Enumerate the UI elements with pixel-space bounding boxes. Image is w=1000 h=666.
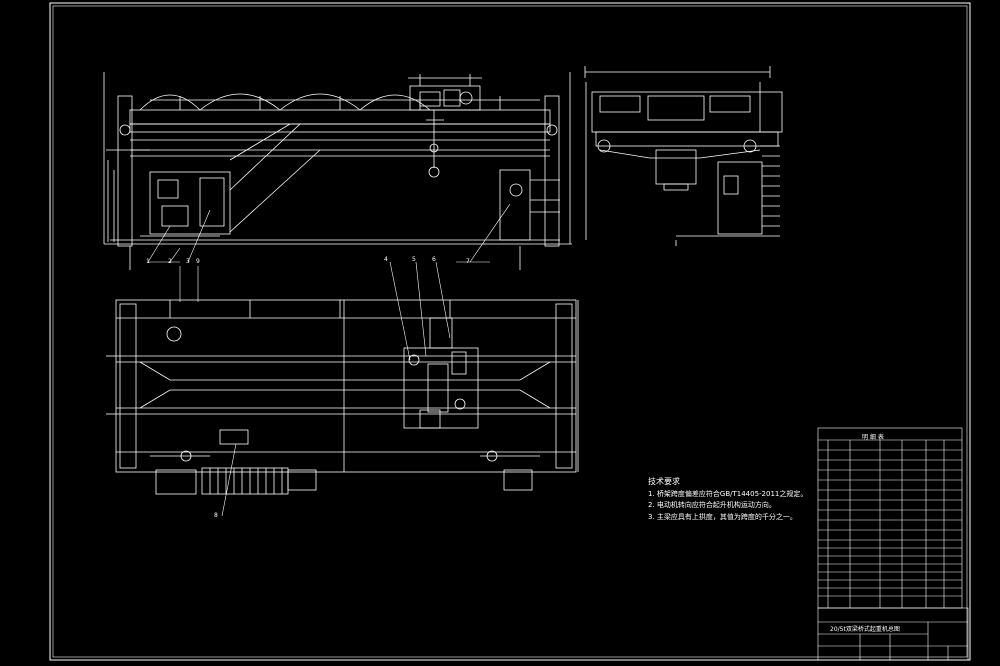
sheet-border [49, 2, 971, 661]
front-elevation-view [103, 72, 572, 270]
technical-requirement-1: 1. 桥架跨度偏差应符合GB/T14405-2011之规定。 [648, 489, 808, 498]
part-number-9: 9 [196, 258, 200, 265]
drawing-title: 20/5t双梁桥式起重机总图 [830, 626, 900, 633]
part-number-1: 1 [146, 258, 150, 265]
technical-requirements: 技术要求 1. 桥架跨度偏差应符合GB/T14405-2011之规定。 2. 电… [648, 476, 807, 523]
part-number-7: 7 [466, 258, 470, 265]
parts-list-table [817, 427, 963, 609]
plan-view-leaders [179, 261, 451, 517]
technical-requirements-heading: 技术要求 [648, 477, 680, 486]
title-block [817, 607, 969, 661]
side-elevation-view [584, 66, 783, 246]
technical-requirement-2: 2. 电动机转向应符合起升机构运动方向。 [648, 501, 776, 509]
part-number-8: 8 [214, 512, 218, 519]
part-number-6: 6 [432, 256, 436, 263]
technical-requirement-3: 3. 主梁应具有上拱度，其值为跨度的千分之一。 [648, 512, 797, 521]
part-number-2: 2 [168, 258, 172, 265]
part-number-5: 5 [412, 256, 416, 263]
plan-view [106, 299, 579, 495]
part-number-3: 3 [186, 258, 190, 265]
part-number-4: 4 [384, 256, 388, 263]
front-view-leaders [147, 203, 511, 263]
parts-list-title: 明 细 表 [862, 434, 884, 441]
